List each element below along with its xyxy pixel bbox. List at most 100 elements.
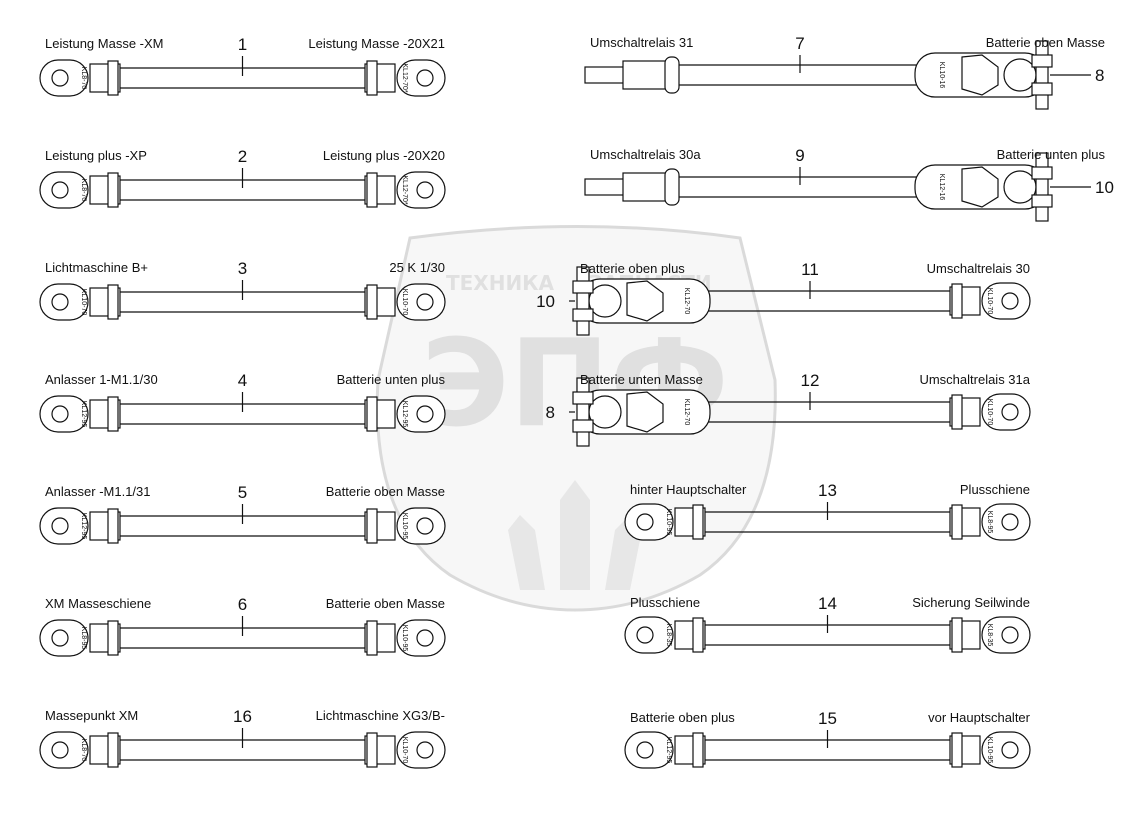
clamp-ring bbox=[588, 395, 622, 429]
cable-number: 14 bbox=[818, 594, 837, 613]
clamp-size-label: KL12-70 bbox=[683, 399, 690, 426]
lug-size-label: KL8-70 bbox=[80, 739, 87, 762]
right-end-label: Plusschiene bbox=[960, 482, 1030, 497]
left-end-label: Umschaltrelais 30a bbox=[590, 147, 701, 162]
lug-size-label: KL10-95 bbox=[986, 737, 993, 764]
lug-hole bbox=[416, 69, 434, 87]
ring-lug: KL12-95 bbox=[39, 507, 121, 545]
clamp-size-label: KL10-16 bbox=[938, 62, 945, 89]
lug-size-label: KL10-70 bbox=[401, 289, 408, 316]
cable-number: 7 bbox=[795, 34, 804, 53]
clamp-nut bbox=[961, 166, 999, 208]
lug-crimp bbox=[107, 284, 119, 320]
cable-number: 11 bbox=[801, 260, 819, 279]
right-end-label: Batterie oben Masse bbox=[326, 596, 445, 611]
clamp-bolt-head bbox=[572, 280, 594, 294]
lug-hole bbox=[51, 181, 69, 199]
left-end-label: Batterie unten Masse bbox=[580, 372, 703, 387]
left-end-label: Batterie oben plus bbox=[630, 710, 735, 725]
battery-clamp: KL12-70 10 bbox=[536, 266, 711, 336]
lug-crimp bbox=[951, 617, 963, 653]
cable-number: 9 bbox=[795, 146, 804, 165]
lug-size-label: KL8-35 bbox=[986, 624, 993, 647]
lug-size-label: KL12-95 bbox=[80, 401, 87, 428]
lug-size-label: KL12-70* bbox=[401, 63, 408, 92]
lug-size-label: KL8-95 bbox=[80, 627, 87, 650]
ring-lug: KL10-95 bbox=[364, 507, 446, 545]
right-end-label: Leistung plus -20X20 bbox=[323, 148, 445, 163]
lug-crimp bbox=[692, 732, 704, 768]
lug-hole bbox=[1001, 513, 1019, 531]
terminal-boot bbox=[664, 168, 680, 206]
lug-crimp bbox=[107, 396, 119, 432]
ring-lug: KL10-70 bbox=[949, 393, 1031, 431]
lug-crimp bbox=[107, 172, 119, 208]
right-end-label: 25 K 1/30 bbox=[389, 260, 445, 275]
ring-lug: KL12-70* bbox=[364, 171, 446, 209]
ring-lug: KL10-70 bbox=[364, 731, 446, 769]
clamp-bolt bbox=[1035, 152, 1049, 222]
cable-number: 4 bbox=[238, 371, 247, 390]
lug-crimp bbox=[366, 284, 378, 320]
lug-size-label: KL8-95 bbox=[986, 511, 993, 534]
lug-hole bbox=[51, 69, 69, 87]
lug-size-label: KL10-95 bbox=[401, 625, 408, 652]
cable-number: 16 bbox=[233, 707, 252, 726]
lug-hole bbox=[636, 741, 654, 759]
right-end-label: Batterie oben Masse bbox=[326, 484, 445, 499]
ring-lug: KL8-95 bbox=[39, 619, 121, 657]
ring-lug: KL8-70 bbox=[39, 171, 121, 209]
ring-lug: KL10-95 bbox=[624, 503, 706, 541]
lug-crimp bbox=[107, 508, 119, 544]
clamp-nut bbox=[961, 54, 999, 96]
lug-hole bbox=[51, 517, 69, 535]
lug-hole bbox=[51, 293, 69, 311]
clamp-ring bbox=[588, 284, 622, 318]
clamp-nut bbox=[626, 280, 664, 322]
left-end-label: Massepunkt XM bbox=[45, 708, 138, 723]
lug-hole bbox=[1001, 741, 1019, 759]
clamp-ring bbox=[1003, 58, 1037, 92]
ring-lug: KL10-95 bbox=[949, 731, 1031, 769]
cable-number: 13 bbox=[818, 481, 837, 500]
lug-size-label: KL10-70 bbox=[401, 737, 408, 764]
right-end-label: Umschaltrelais 31a bbox=[919, 372, 1030, 387]
ring-lug: KL8-70 bbox=[39, 731, 121, 769]
ring-lug: KL10-95 bbox=[364, 619, 446, 657]
ring-lug: KL10-70 bbox=[39, 283, 121, 321]
lug-crimp bbox=[366, 172, 378, 208]
lug-size-label: KL10-95 bbox=[665, 509, 672, 536]
ring-lug: KL12-95 bbox=[364, 395, 446, 433]
ring-lug: KL10-70 bbox=[949, 282, 1031, 320]
clamp-bolt-nut bbox=[572, 308, 594, 322]
lug-size-label: KL10-70 bbox=[986, 399, 993, 426]
callout-number: 10 bbox=[536, 292, 555, 311]
cable-number: 15 bbox=[818, 709, 837, 728]
lug-size-label: KL12-95 bbox=[401, 401, 408, 428]
lug-hole bbox=[1001, 292, 1019, 310]
lug-hole bbox=[416, 405, 434, 423]
lug-hole bbox=[51, 629, 69, 647]
lug-size-label: KL8-70 bbox=[80, 67, 87, 90]
clamp-bolt-head bbox=[1031, 166, 1053, 180]
lug-crimp bbox=[951, 283, 963, 319]
ring-lug: KL10-70 bbox=[364, 283, 446, 321]
terminal-boot bbox=[664, 56, 680, 94]
lug-size-label: KL10-95 bbox=[401, 513, 408, 540]
clamp-bolt bbox=[1035, 40, 1049, 110]
left-end-label: hinter Hauptschalter bbox=[630, 482, 747, 497]
lug-hole bbox=[51, 405, 69, 423]
lug-hole bbox=[416, 517, 434, 535]
lug-hole bbox=[1001, 626, 1019, 644]
clamp-size-label: KL12-70 bbox=[683, 288, 690, 315]
